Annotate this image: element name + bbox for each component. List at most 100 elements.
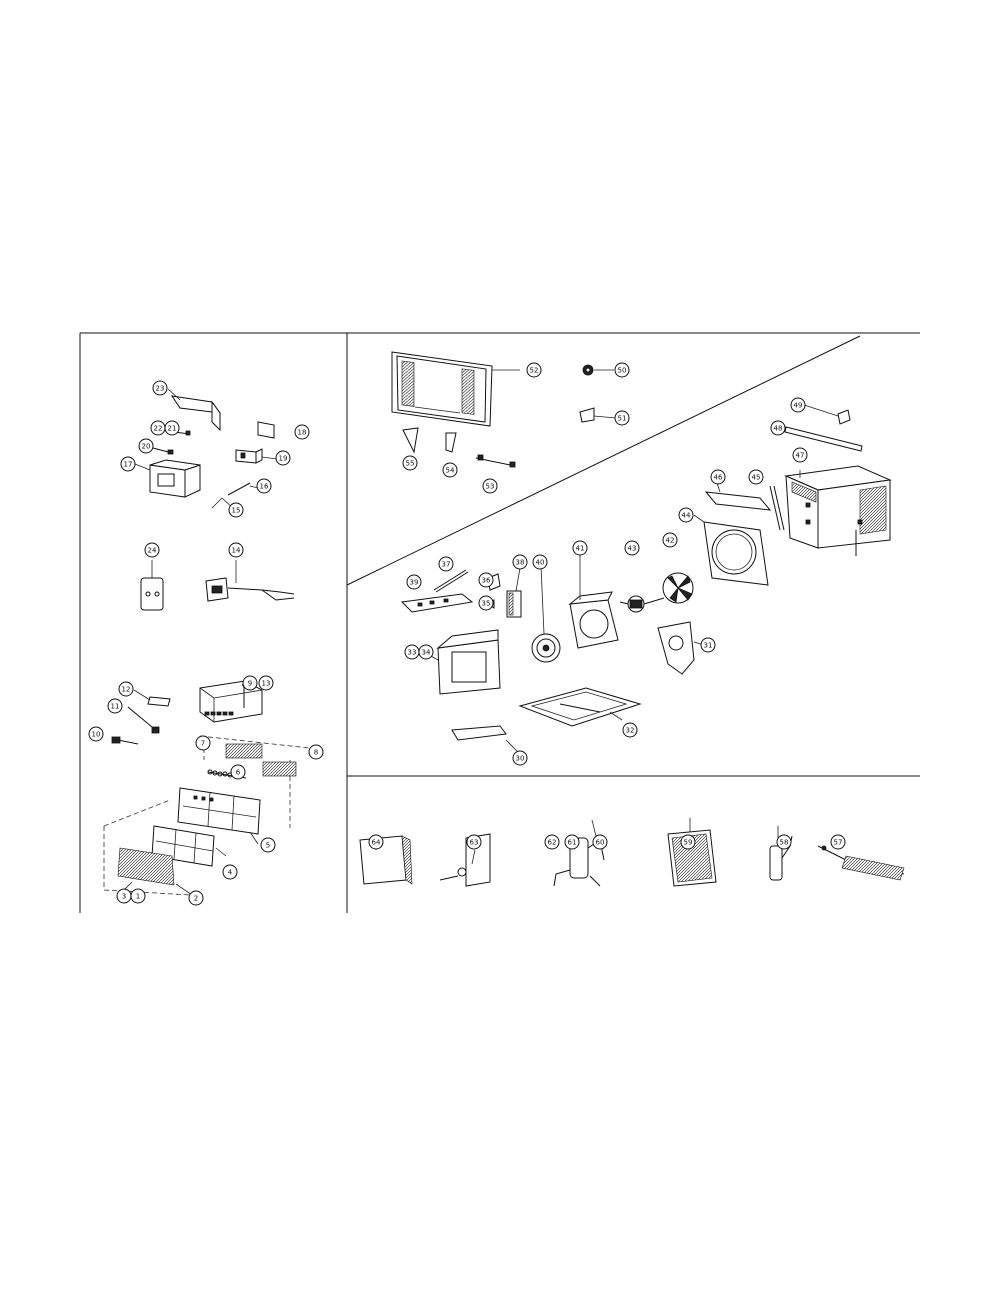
callout-39: 39: [406, 574, 422, 590]
callout-number: 47: [796, 452, 805, 460]
callout-circle: [118, 681, 134, 697]
callout-circle: [790, 397, 806, 413]
callout-circle: [258, 675, 274, 691]
callout-circle: [532, 554, 548, 570]
callout-circle: [482, 478, 498, 494]
callout-17: 17: [120, 456, 136, 472]
callout-number: 50: [618, 367, 627, 375]
callout-number: 60: [596, 839, 605, 847]
callout-63: 63: [466, 834, 482, 850]
callout-22: 22: [150, 420, 166, 436]
callout-59: 59: [680, 834, 696, 850]
callout-circle: [120, 456, 136, 472]
callout-circle: [260, 837, 276, 853]
callout-60: 60: [592, 834, 608, 850]
chassis-panel-parts: [391, 351, 892, 753]
callout-16: 16: [256, 478, 272, 494]
callout-51: 51: [614, 410, 630, 426]
callout-number: 6: [236, 769, 241, 777]
callout-number: 14: [232, 547, 241, 555]
callout-number: 42: [666, 537, 675, 545]
callout-64: 64: [368, 834, 384, 850]
callout-48: 48: [770, 420, 786, 436]
callout-34: 34: [418, 644, 434, 660]
callout-43: 43: [624, 540, 640, 556]
callout-circle: [466, 834, 482, 850]
callout-circle: [624, 540, 640, 556]
callout-2: 2: [188, 890, 204, 906]
callout-45: 45: [748, 469, 764, 485]
callout-40: 40: [532, 554, 548, 570]
callout-circle: [418, 644, 434, 660]
callout-62: 62: [544, 834, 560, 850]
callout-circle: [614, 410, 630, 426]
callout-circle: [402, 455, 418, 471]
callout-circle: [138, 438, 154, 454]
callout-33: 33: [404, 644, 420, 660]
callout-number: 4: [228, 869, 233, 877]
callout-10: 10: [88, 726, 104, 742]
callout-number: 48: [774, 425, 783, 433]
callout-54: 54: [442, 462, 458, 478]
callout-circle: [700, 637, 716, 653]
callout-52: 52: [526, 362, 542, 378]
callout-number: 3: [122, 893, 126, 901]
callout-circle: [478, 595, 494, 611]
callout-circle: [275, 450, 291, 466]
callout-number: 59: [684, 839, 693, 847]
callout-number: 22: [154, 425, 163, 433]
callout-number: 36: [482, 577, 491, 585]
callout-19: 19: [275, 450, 291, 466]
callout-number: 11: [111, 703, 120, 711]
callout-number: 20: [142, 443, 151, 451]
callout-circle: [164, 420, 180, 436]
callout-number: 33: [408, 649, 417, 657]
callout-circle: [294, 424, 310, 440]
callout-number: 64: [372, 839, 381, 847]
callout-circle: [438, 556, 454, 572]
callout-number: 55: [406, 460, 415, 468]
callout-31: 31: [700, 637, 716, 653]
callout-number: 54: [446, 467, 455, 475]
callout-circle: [152, 380, 168, 396]
callout-number: 63: [470, 839, 479, 847]
callout-49: 49: [790, 397, 806, 413]
callout-number: 37: [442, 561, 451, 569]
callout-number: 16: [260, 483, 269, 491]
callout-circle: [564, 834, 580, 850]
callout-number: 62: [548, 839, 557, 847]
callout-circle: [512, 554, 528, 570]
callout-number: 58: [780, 839, 789, 847]
callout-circle: [478, 572, 494, 588]
callout-11: 11: [107, 698, 123, 714]
callout-number: 41: [576, 545, 585, 553]
callout-number: 5: [266, 842, 270, 850]
callout-18: 18: [294, 424, 310, 440]
callout-number: 10: [92, 731, 101, 739]
callout-circle: [592, 834, 608, 850]
callout-number: 13: [262, 680, 271, 688]
callout-circle: [622, 722, 638, 738]
callout-circle: [228, 502, 244, 518]
callout-41: 41: [572, 540, 588, 556]
callout-circle: [368, 834, 384, 850]
callout-circle: [222, 864, 238, 880]
callout-circle: [526, 362, 542, 378]
callout-number: 43: [628, 545, 637, 553]
sealed-system-panel-parts: [359, 818, 905, 887]
callout-circle: [308, 744, 324, 760]
callout-44: 44: [678, 507, 694, 523]
callout-number: 17: [124, 461, 133, 469]
callout-number: 51: [618, 415, 627, 423]
callout-circle: [572, 540, 588, 556]
callout-circle: [195, 735, 211, 751]
callout-number: 39: [410, 579, 419, 587]
callout-number: 19: [279, 455, 288, 463]
callout-number: 32: [626, 727, 635, 735]
control-buttons-row: [204, 711, 234, 716]
callout-circle: [710, 469, 726, 485]
callout-7: 7: [195, 735, 211, 751]
callout-15: 15: [228, 502, 244, 518]
callout-number: 52: [530, 367, 539, 375]
